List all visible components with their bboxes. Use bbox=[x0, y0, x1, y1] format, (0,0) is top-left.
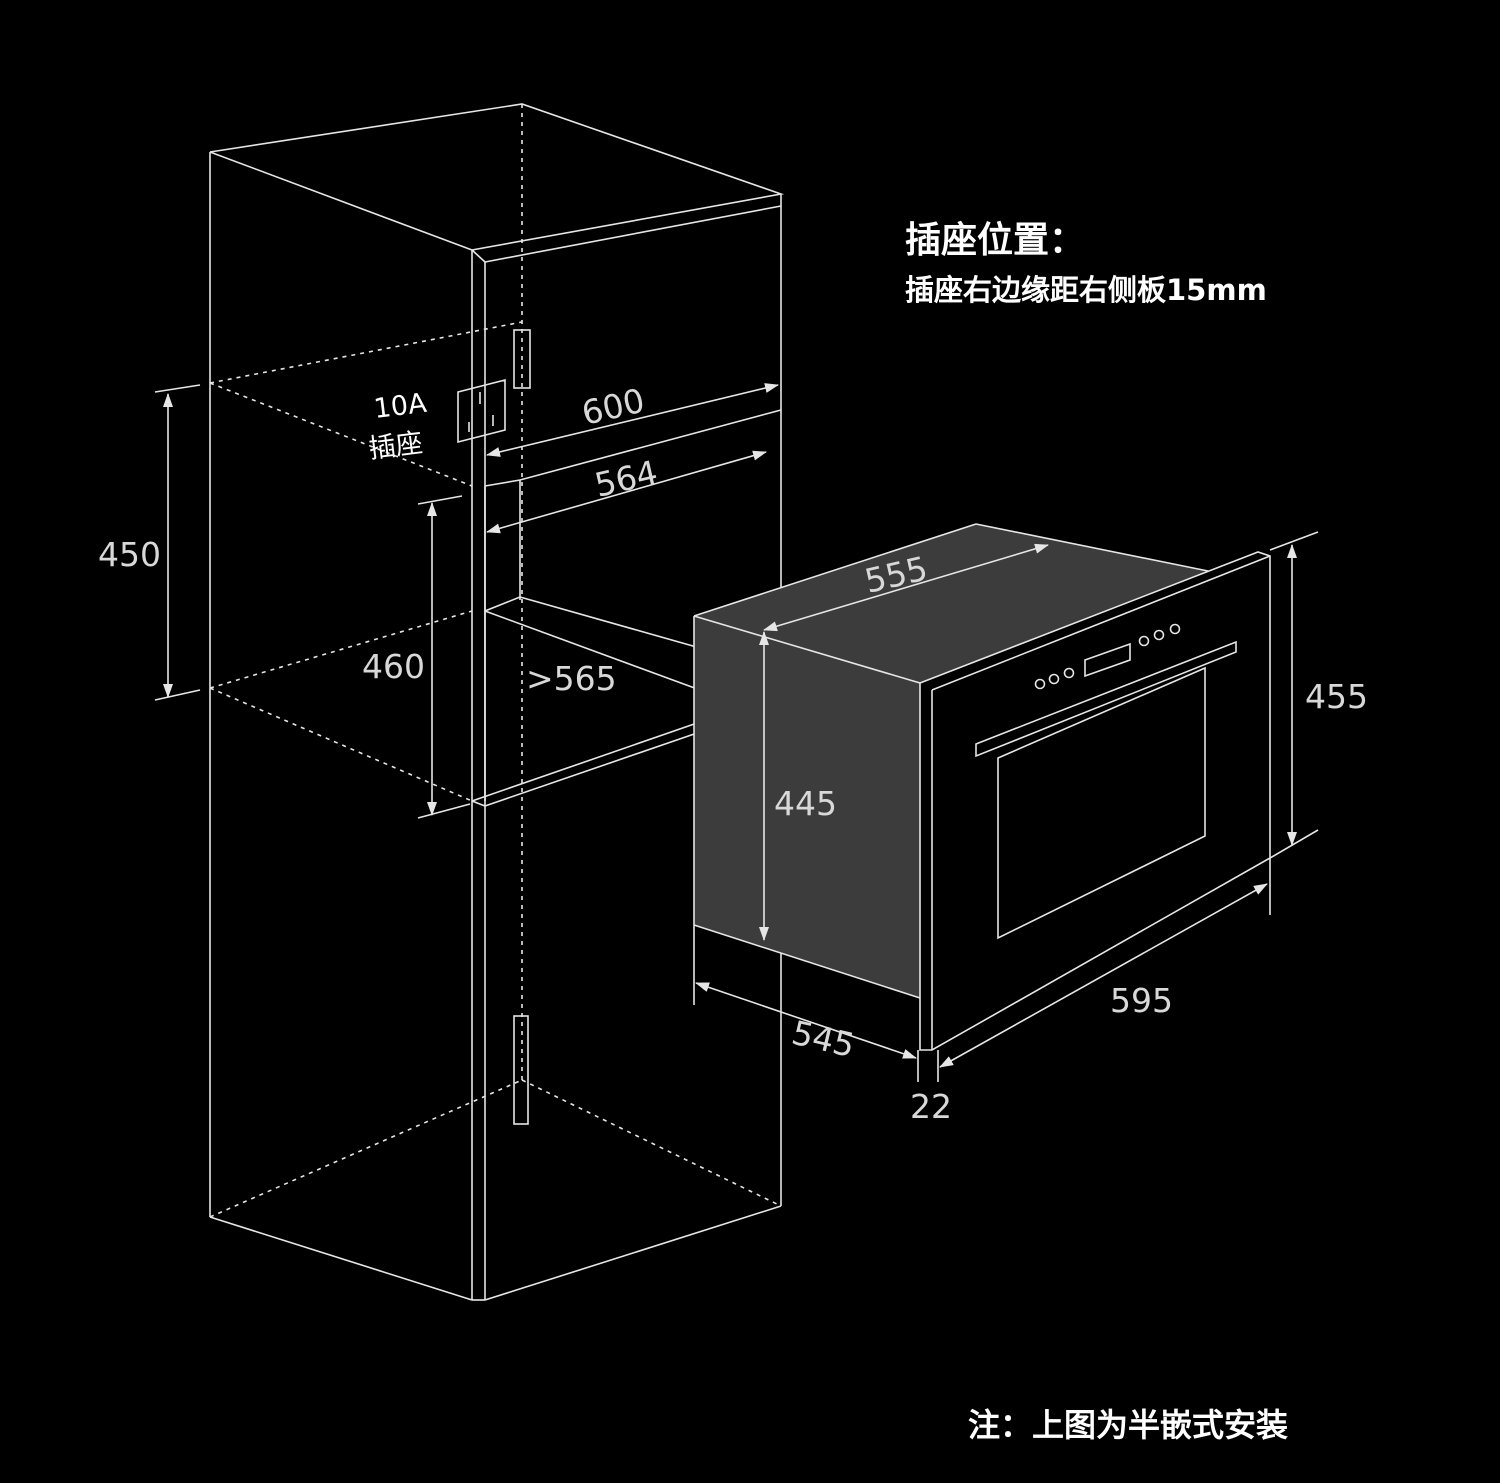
socket-name-label: 插座 bbox=[367, 428, 424, 465]
dim-oven-depth: 545 bbox=[788, 1013, 858, 1065]
installation-note: 注：上图为半嵌式安装 bbox=[968, 1406, 1288, 1444]
dim-cabinet-section-height: 450 bbox=[98, 535, 161, 574]
dim-oven-body-height: 445 bbox=[774, 784, 837, 823]
dim-opening-height: 460 bbox=[362, 647, 425, 686]
dim-front-panel-thickness: 22 bbox=[910, 1087, 952, 1126]
dim-oven-front-width: 595 bbox=[1110, 981, 1173, 1020]
power-socket bbox=[457, 378, 506, 444]
dim-cabinet-width: 600 bbox=[578, 381, 648, 433]
socket-position-detail: 插座右边缘距右侧板15mm bbox=[905, 273, 1267, 307]
socket-position-heading: 插座位置： bbox=[905, 220, 1085, 261]
dim-opening-depth: >565 bbox=[526, 659, 617, 698]
dim-opening-width: 564 bbox=[591, 453, 661, 505]
cabinet bbox=[209, 103, 785, 1301]
socket-rating-label: 10A bbox=[372, 388, 429, 425]
dim-oven-front-height: 455 bbox=[1305, 677, 1368, 716]
dimension-lines bbox=[154, 383, 1319, 1082]
